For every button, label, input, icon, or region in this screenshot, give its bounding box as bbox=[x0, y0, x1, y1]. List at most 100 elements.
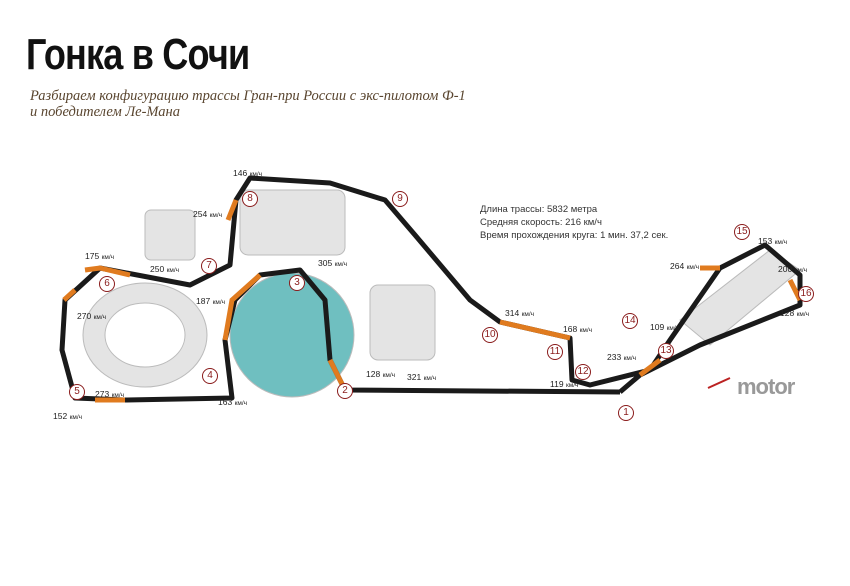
speed-label: 305 км/ч bbox=[318, 258, 347, 268]
speed-unit: км/ч bbox=[69, 414, 83, 421]
speed-label: 321 км/ч bbox=[407, 372, 436, 382]
stadium-inner bbox=[104, 302, 186, 368]
direction-arrow-icon bbox=[707, 377, 731, 389]
turn-marker: 15 bbox=[734, 224, 750, 240]
speed-value: 264 bbox=[670, 261, 685, 271]
turn-marker: 12 bbox=[575, 364, 591, 380]
speed-label: 128 км/ч bbox=[366, 369, 395, 379]
small-arena bbox=[144, 209, 196, 261]
turn-marker: 13 bbox=[658, 343, 674, 359]
speed-value: 305 bbox=[318, 258, 333, 268]
speed-label: 168 км/ч bbox=[563, 324, 592, 334]
turn-marker: 11 bbox=[547, 344, 563, 360]
speed-value: 109 bbox=[650, 322, 665, 332]
ice-palace bbox=[369, 284, 436, 361]
speed-value: 314 bbox=[505, 308, 520, 318]
speed-label: 153 км/ч bbox=[758, 236, 787, 246]
speed-value: 187 bbox=[196, 296, 211, 306]
page-title: Гонка в Сочи bbox=[26, 30, 250, 79]
speed-value: 250 bbox=[150, 264, 165, 274]
speed-label: 175 км/ч bbox=[85, 251, 114, 261]
turn-marker: 5 bbox=[69, 384, 85, 400]
speed-label: 187 км/ч bbox=[196, 296, 225, 306]
olympic-park-circle bbox=[229, 272, 355, 398]
speed-unit: км/ч bbox=[111, 392, 125, 399]
speed-value: 153 bbox=[758, 236, 773, 246]
braking-zone bbox=[638, 358, 662, 377]
speed-label: 273 км/ч bbox=[95, 389, 124, 399]
speed-value: 128 bbox=[780, 308, 795, 318]
speed-unit: км/ч bbox=[796, 311, 810, 318]
speed-unit: км/ч bbox=[521, 311, 535, 318]
speed-value: 273 bbox=[95, 389, 110, 399]
turn-marker: 16 bbox=[798, 286, 814, 302]
speed-label: 264 км/ч bbox=[670, 261, 699, 271]
turn-marker: 2 bbox=[337, 383, 353, 399]
turn-marker: 4 bbox=[202, 368, 218, 384]
speed-label: 119 км/ч bbox=[550, 379, 578, 389]
speed-unit: км/ч bbox=[579, 327, 593, 334]
speed-label: 109 км/ч bbox=[650, 322, 679, 332]
speed-value: 119 bbox=[550, 379, 564, 389]
turn-marker: 9 bbox=[392, 191, 408, 207]
speed-unit: км/ч bbox=[666, 325, 680, 332]
speed-value: 146 bbox=[233, 168, 248, 178]
speed-label: 128 км/ч bbox=[780, 308, 809, 318]
motor-logo: motor bbox=[737, 374, 795, 399]
speed-unit: км/ч bbox=[334, 261, 348, 268]
speed-unit: км/ч bbox=[794, 267, 808, 274]
speed-value: 270 bbox=[77, 311, 92, 321]
speed-label: 314 км/ч bbox=[505, 308, 534, 318]
turn-marker: 1 bbox=[618, 405, 634, 421]
speed-value: 233 bbox=[607, 352, 622, 362]
braking-zone bbox=[499, 319, 571, 341]
speed-label: 200 км/ч bbox=[778, 264, 807, 274]
speed-unit: км/ч bbox=[166, 267, 180, 274]
average-speed: Средняя скорость: 216 км/ч bbox=[480, 217, 602, 228]
speed-value: 254 bbox=[193, 209, 208, 219]
speed-value: 168 bbox=[563, 324, 578, 334]
speed-label: 233 км/ч bbox=[607, 352, 636, 362]
arena bbox=[239, 189, 346, 256]
venues bbox=[82, 189, 801, 398]
turn-marker: 10 bbox=[482, 327, 498, 343]
speed-label: 146 км/ч bbox=[233, 168, 262, 178]
subtitle: Разбираем конфигурацию трассы Гран-при Р… bbox=[30, 88, 466, 120]
speed-label: 152 км/ч bbox=[53, 411, 82, 421]
speed-label: 254 км/ч bbox=[193, 209, 222, 219]
speed-value: 152 bbox=[53, 411, 68, 421]
lap-time: Время прохождения круга: 1 мин. 37,2 сек… bbox=[480, 230, 669, 241]
turn-marker: 7 bbox=[201, 258, 217, 274]
pit-building bbox=[679, 249, 801, 346]
speed-unit: км/ч bbox=[212, 299, 226, 306]
speed-unit: км/ч bbox=[565, 382, 579, 389]
braking-zone bbox=[222, 273, 262, 341]
braking-zone bbox=[225, 199, 239, 221]
speed-label: 163 км/ч bbox=[218, 397, 247, 407]
speed-unit: км/ч bbox=[234, 400, 248, 407]
braking-zones bbox=[62, 199, 803, 403]
speed-unit: км/ч bbox=[382, 372, 396, 379]
speed-value: 321 bbox=[407, 372, 422, 382]
speed-unit: км/ч bbox=[774, 239, 788, 246]
speed-unit: км/ч bbox=[101, 254, 115, 261]
track-info: Длина трассы: 5832 метра Средняя скорост… bbox=[480, 203, 668, 242]
speed-unit: км/ч bbox=[93, 314, 107, 321]
speed-label: 270 км/ч bbox=[77, 311, 106, 321]
braking-zone bbox=[84, 265, 131, 278]
speed-unit: км/ч bbox=[423, 375, 437, 382]
turn-marker: 8 bbox=[242, 191, 258, 207]
speed-value: 163 bbox=[218, 397, 233, 407]
track-length: Длина трассы: 5832 метра bbox=[480, 204, 598, 215]
turn-marker: 3 bbox=[289, 275, 305, 291]
braking-zone bbox=[62, 288, 77, 302]
speed-unit: км/ч bbox=[686, 264, 700, 271]
speed-unit: км/ч bbox=[209, 212, 223, 219]
speed-value: 128 bbox=[366, 369, 381, 379]
turn-marker: 6 bbox=[99, 276, 115, 292]
speed-label: 250 км/ч bbox=[150, 264, 179, 274]
speed-unit: км/ч bbox=[249, 171, 263, 178]
speed-value: 175 bbox=[85, 251, 100, 261]
